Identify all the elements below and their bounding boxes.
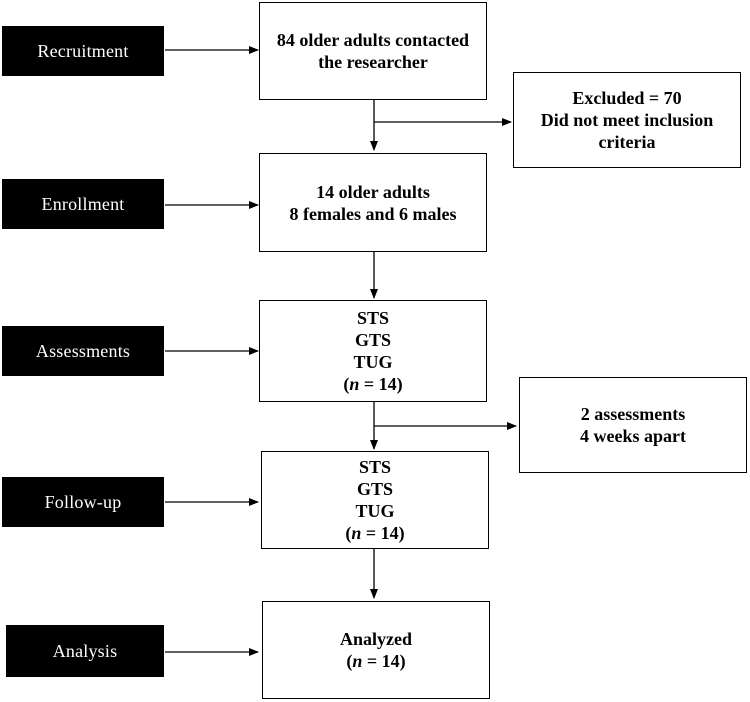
enrollment-line-2: 8 females and 6 males [289, 203, 457, 224]
box-analysis: Analyzed (n = 14) [262, 601, 490, 699]
analysis-sample-size: (n = 14) [346, 651, 406, 671]
excluded-line-2: Did not meet inclusion [540, 110, 714, 130]
recruitment-line-2: the researcher [318, 52, 428, 72]
followup-sample-size: (n = 14) [345, 523, 405, 543]
followup-n-value: = 14 [361, 523, 399, 543]
analysis-n-value: = 14 [362, 651, 400, 671]
box-followup: STS GTS TUG (n = 14) [261, 451, 489, 549]
stage-text-enrollment: Enrollment [41, 193, 125, 214]
stage-label-recruitment: Recruitment [2, 26, 164, 76]
followup-n-symbol: n [351, 523, 362, 543]
assessments-note-line-1: 2 assessments [580, 404, 686, 424]
analysis-n-symbol: n [352, 651, 363, 671]
box-excluded: Excluded = 70 Did not meet inclusion cri… [513, 72, 741, 168]
followup-test-3: TUG [355, 501, 395, 521]
assessments-test-2: GTS [354, 330, 392, 350]
assessments-n-symbol: n [349, 374, 360, 394]
box-enrollment: 14 older adults 8 females and 6 males [259, 153, 487, 252]
assessments-note-line-2: 4 weeks apart [580, 426, 686, 446]
stage-label-analysis: Analysis [6, 625, 164, 677]
box-assessments: STS GTS TUG (n = 14) [259, 300, 487, 402]
enrollment-line-1: 14 older adults [316, 181, 430, 202]
stage-label-assessments: Assessments [2, 326, 164, 376]
stage-label-followup: Follow-up [2, 477, 164, 527]
stage-text-assessments: Assessments [35, 340, 131, 361]
followup-test-2: GTS [356, 479, 394, 499]
stage-text-followup: Follow-up [44, 491, 122, 512]
assessments-sample-size: (n = 14) [343, 374, 403, 394]
recruitment-line-1: 84 older adults contacted [276, 30, 470, 50]
assessments-n-value: = 14 [359, 374, 397, 394]
excluded-line-1: Excluded = 70 [572, 88, 682, 108]
box-recruitment: 84 older adults contacted the researcher [259, 2, 487, 100]
assessments-test-1: STS [356, 308, 390, 328]
stage-text-analysis: Analysis [52, 640, 118, 661]
followup-test-1: STS [358, 457, 392, 477]
excluded-line-3: criteria [598, 132, 656, 152]
analysis-title: Analyzed [340, 629, 412, 649]
box-assessments-note: 2 assessments 4 weeks apart [519, 377, 747, 473]
stage-label-enrollment: Enrollment [2, 179, 164, 229]
stage-text-recruitment: Recruitment [37, 40, 129, 61]
assessments-test-3: TUG [353, 352, 393, 372]
